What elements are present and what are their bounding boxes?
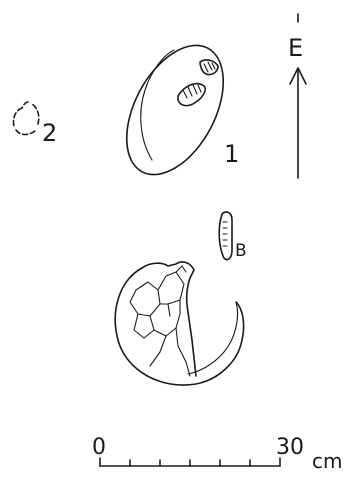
north-arrow-head <box>289 67 307 85</box>
vessel-top-edge <box>141 261 197 377</box>
object-2: 2 <box>12 101 57 147</box>
north-arrow: E <box>288 13 307 179</box>
vessel-outer-rim <box>114 267 245 386</box>
scale-label-start: 0 <box>92 435 106 460</box>
object-1: 1 <box>125 44 239 176</box>
label-fragment-b: B <box>235 241 247 261</box>
fragment-b-outline <box>218 211 233 261</box>
label-object-2: 2 <box>42 119 57 147</box>
object-2-outline <box>12 101 40 136</box>
fragment-b-hatching <box>222 221 228 247</box>
object-1-inner-rim <box>140 49 175 161</box>
label-object-1: 1 <box>224 140 239 168</box>
fragment-b: B <box>218 211 247 261</box>
scale-label-unit: cm <box>312 449 342 473</box>
north-label: E <box>288 34 303 62</box>
scale-bar: 0 30 cm <box>92 435 342 473</box>
object-1-outer-rim <box>125 44 225 176</box>
scale-label-end: 30 <box>276 435 304 460</box>
object-1-handle <box>177 59 219 107</box>
vessel-sherd-cracks <box>129 265 191 377</box>
vessel <box>114 261 245 386</box>
vessel-inner-rim <box>187 301 239 375</box>
scale-bar-ticks <box>99 457 281 467</box>
